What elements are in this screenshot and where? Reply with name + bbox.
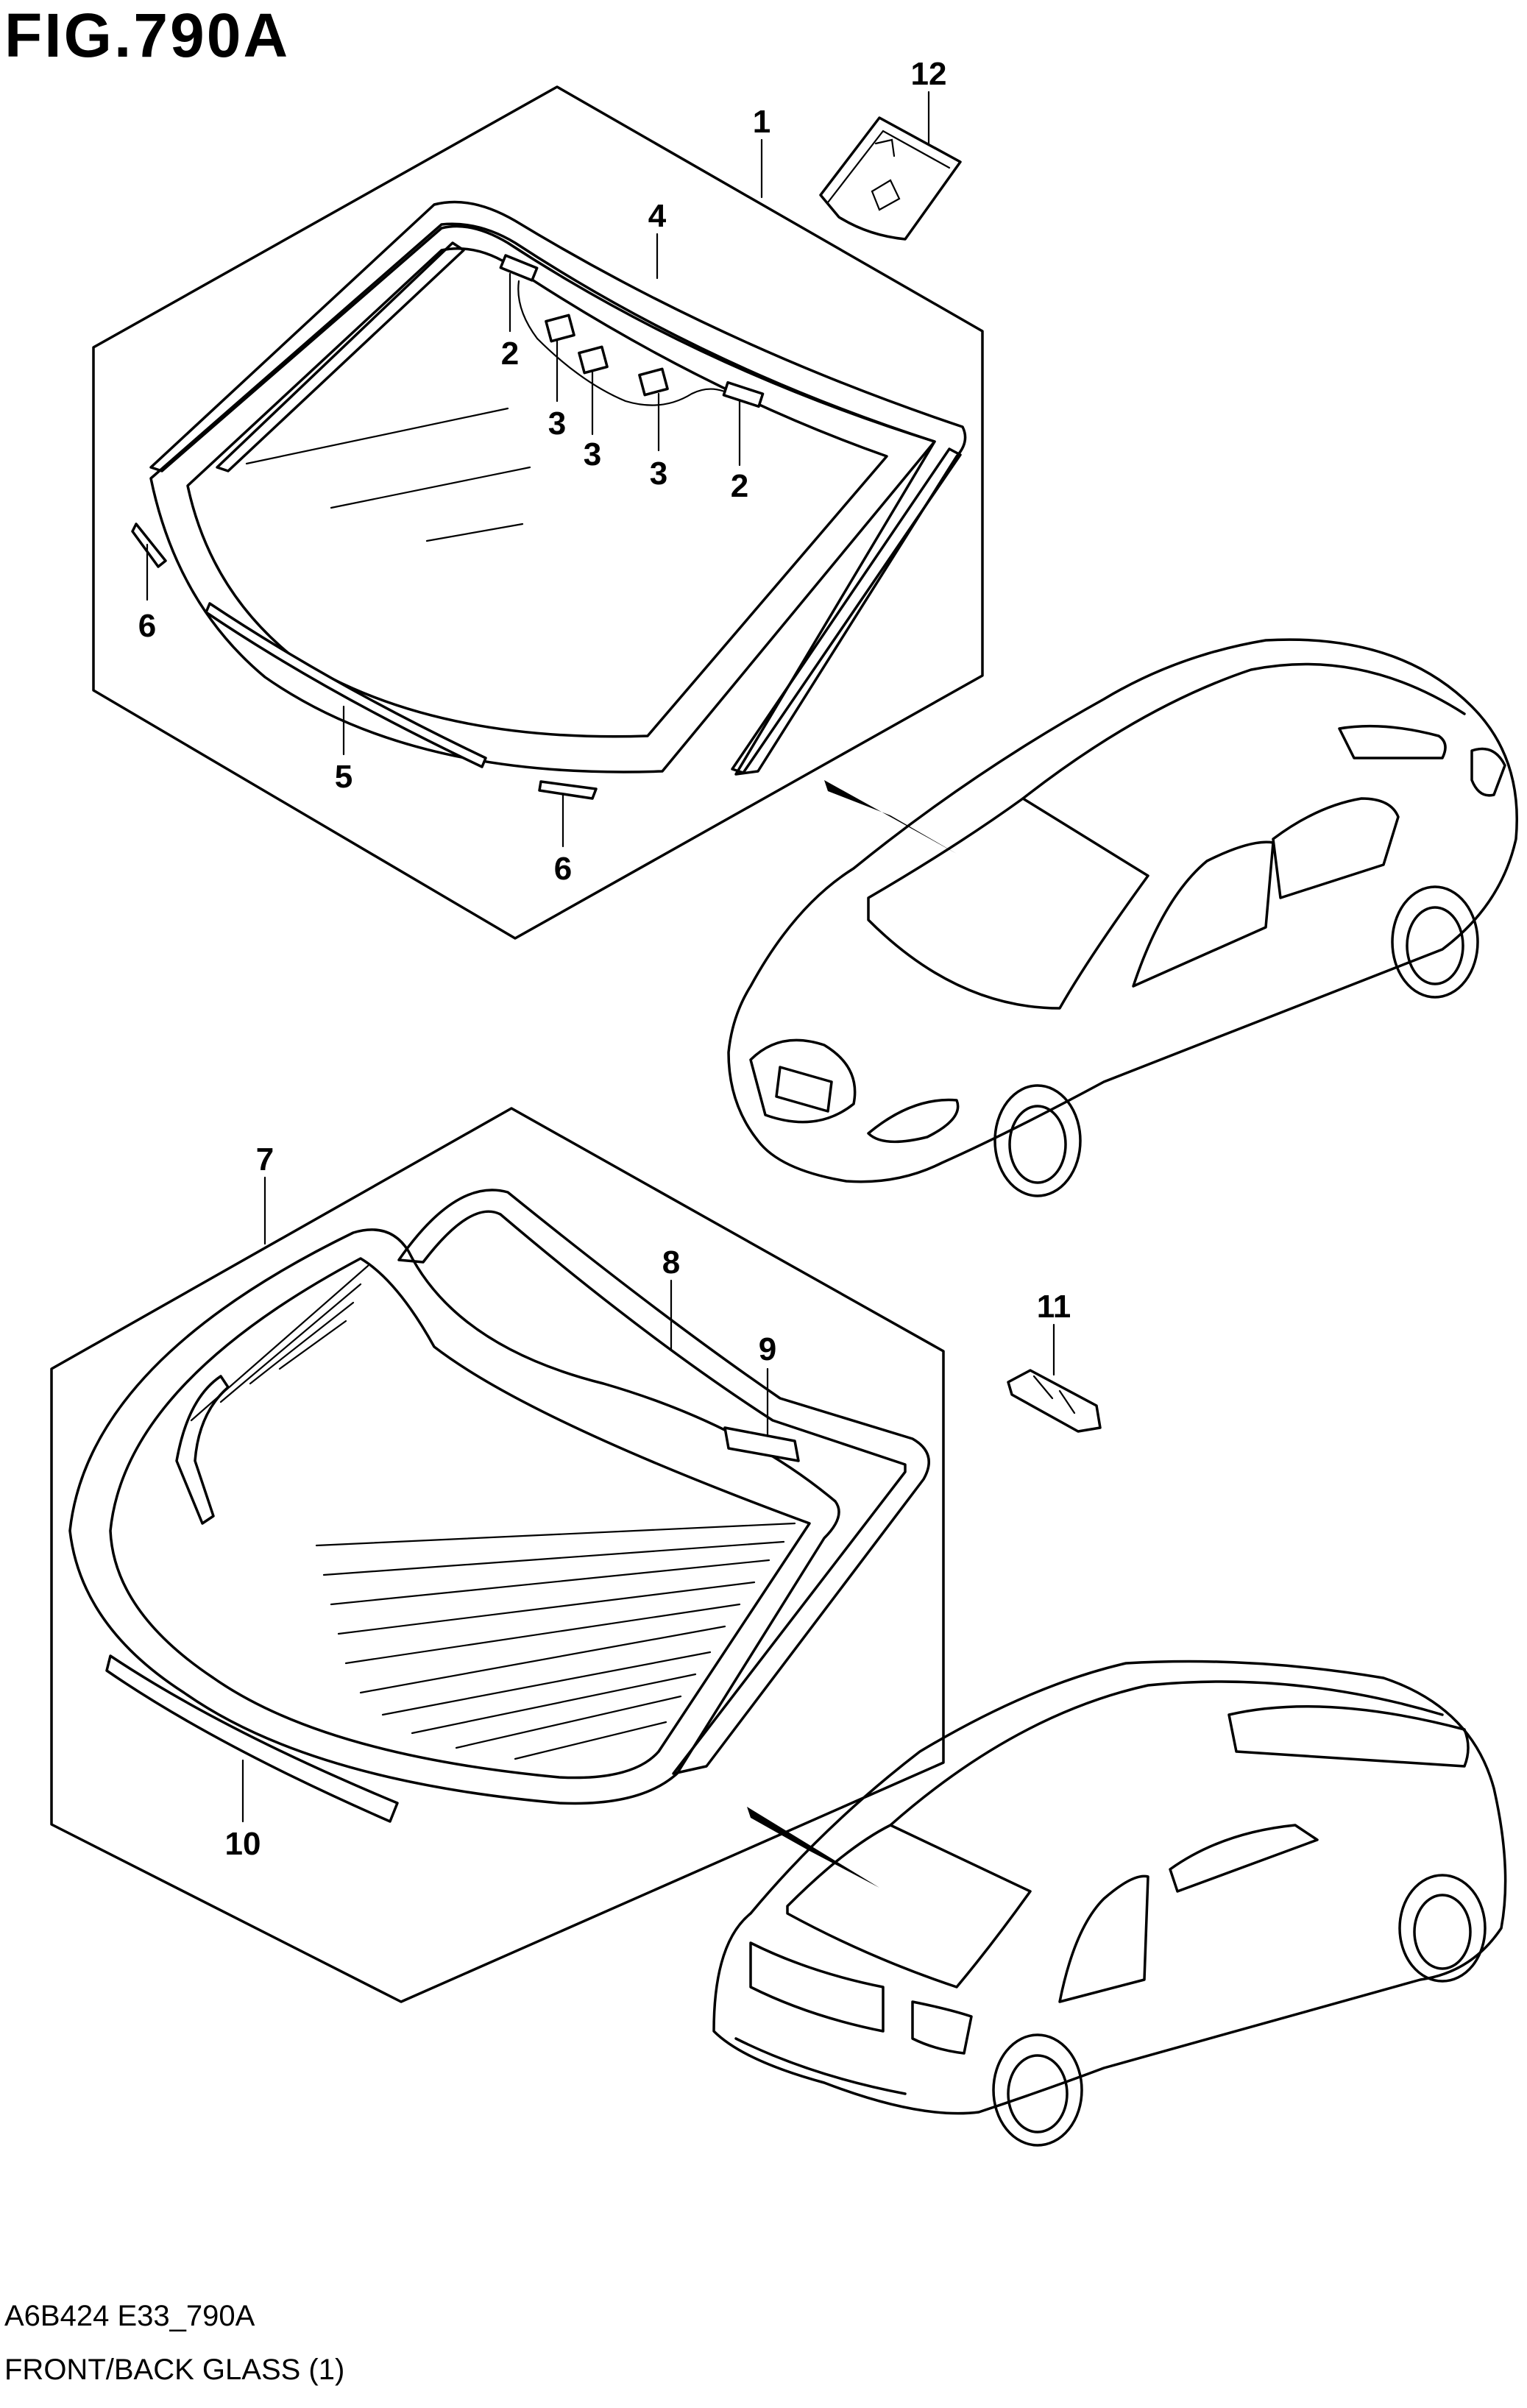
front-group-hexagon (92, 85, 984, 940)
bracket-2-right[interactable] (722, 380, 765, 408)
clip-11[interactable] (1007, 1369, 1102, 1433)
pad-3a[interactable] (545, 314, 575, 343)
wiring-line (517, 280, 737, 406)
right-pillar-strip (731, 447, 962, 774)
defroster-bar (175, 1375, 230, 1525)
figure-caption: FRONT/BACK GLASS (1) (4, 2354, 345, 2386)
back-group-hexagon (50, 1107, 945, 2003)
figure-title: FIG.790A (4, 1, 291, 70)
lower-moulding-5[interactable] (205, 602, 487, 768)
pad-3c[interactable] (638, 367, 669, 397)
rear-car-illustration (712, 1660, 1507, 2147)
callout-12: 12 (911, 56, 947, 92)
callout-numbers: 1 12 4 2 3 3 3 2 6 5 6 7 8 11 9 10 (138, 56, 1071, 1862)
callout-4: 4 (648, 198, 667, 234)
pointer-arrow-rear (747, 1807, 879, 1888)
callout-6b: 6 (554, 851, 572, 887)
callout-3c: 3 (650, 456, 667, 492)
bracket-2-left[interactable] (499, 254, 539, 282)
glass-reflection (245, 407, 509, 465)
side-moulding-6-left[interactable] (131, 523, 167, 568)
callout-2b: 2 (731, 468, 748, 504)
glass-reflection (425, 523, 524, 542)
glass-reflection (330, 466, 531, 509)
front-glass-group (92, 85, 984, 940)
clip-11-detail (1032, 1375, 1076, 1414)
callout-2a: 2 (501, 336, 519, 372)
pointer-arrow-front (824, 780, 957, 854)
back-glass-group (50, 1107, 1102, 2003)
left-pillar-strip (216, 241, 465, 472)
mirror-bracket-12[interactable] (819, 116, 962, 241)
back-glass-inner-edge (109, 1257, 811, 1780)
windshield-glass[interactable] (149, 222, 936, 773)
callout-1: 1 (753, 104, 770, 140)
lower-moulding-10[interactable] (105, 1654, 399, 1823)
back-glass-moulding (397, 1189, 930, 1775)
callout-9: 9 (759, 1331, 776, 1367)
bracket-9[interactable] (723, 1426, 800, 1462)
callout-3a: 3 (548, 406, 566, 442)
back-glass[interactable] (68, 1228, 840, 1805)
windshield-moulding (149, 200, 967, 776)
callout-3b: 3 (584, 436, 601, 472)
callout-10: 10 (225, 1826, 261, 1862)
mirror-bracket-detail (826, 130, 951, 211)
callout-6a: 6 (138, 608, 156, 644)
callout-7: 7 (256, 1141, 274, 1178)
front-car-illustration (727, 638, 1518, 1197)
callout-11: 11 (1037, 1289, 1071, 1325)
side-moulding-6-bottom[interactable] (538, 780, 598, 800)
callout-5: 5 (335, 759, 352, 795)
figure-code: A6B424 E33_790A (4, 2300, 255, 2332)
callout-8: 8 (662, 1244, 680, 1281)
pad-3b[interactable] (578, 345, 609, 375)
